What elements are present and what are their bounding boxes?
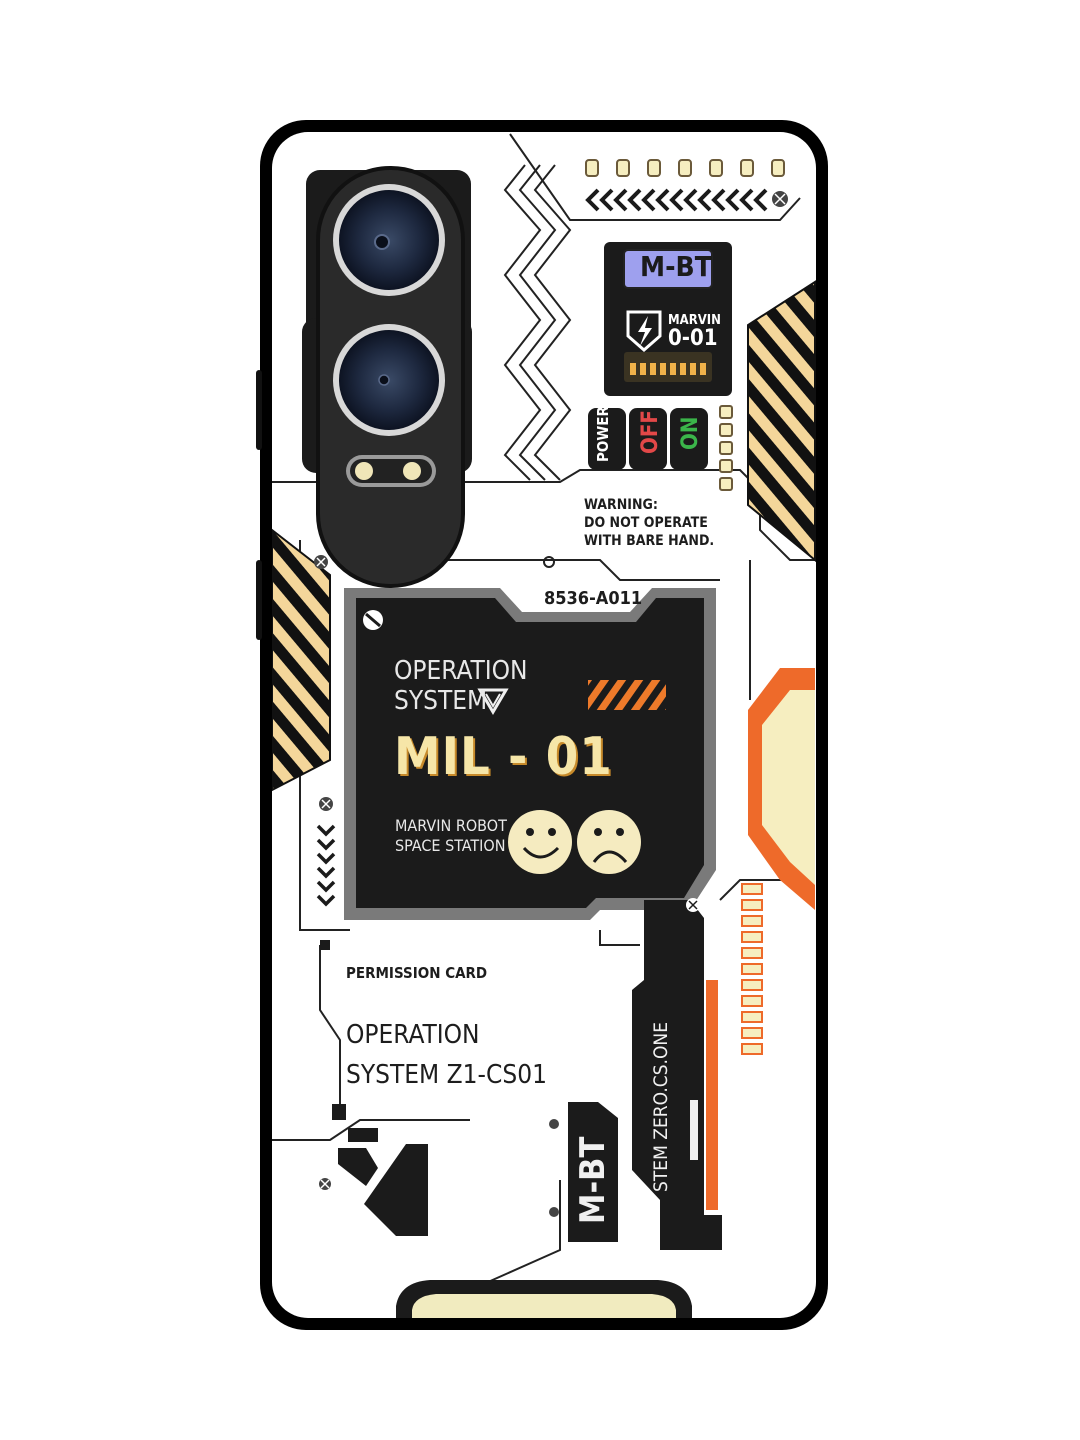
camera-lens-icon (333, 324, 445, 436)
chevron-down-icon (316, 824, 336, 907)
power-switch-panel (588, 405, 733, 491)
operation-system-line-1: OPERATION (394, 656, 528, 686)
stem-bar (632, 900, 722, 1250)
operation-system-line-2: SYSTEM (394, 686, 488, 716)
on-label: ON (678, 416, 703, 450)
permission-card-label: PERMISSION CARD (346, 964, 488, 982)
warning-line-1: WARNING: (584, 497, 658, 513)
triangle-v-icon (477, 688, 509, 715)
right-indicator-dots (741, 883, 763, 1055)
marvin-robot-line-1: MARVIN ROBOT (395, 816, 507, 835)
smiley-sad-icon (577, 810, 641, 874)
screw-icon (314, 555, 328, 569)
flash-icon (346, 455, 436, 487)
stem-zero-label: STEM ZERO.CS.ONE (650, 1021, 672, 1192)
warning-line-3: WITH BARE HAND. (584, 533, 715, 549)
smiley-happy-icon (508, 810, 572, 874)
marvin-robot-line-2: SPACE STATION (395, 836, 506, 855)
stripe-block-left (272, 528, 331, 792)
side-button-lower (256, 560, 262, 640)
stripe-block-right-top (747, 280, 816, 563)
side-button-upper (256, 370, 262, 450)
mbt-bottom-block (568, 1102, 618, 1242)
bolt-shield-icon (626, 310, 662, 352)
circuit-lines (272, 133, 815, 1291)
screw-icon (549, 1119, 559, 1217)
case-artwork: M-BT MARVIN 0-01 POWER OFF ON WARNING: D… (272, 132, 816, 1318)
warning-line-2: DO NOT OPERATE (584, 515, 708, 531)
operation-line-2: SYSTEM Z1-CS01 (346, 1060, 547, 1090)
chevron-left-icon (585, 188, 768, 212)
mbt-card (604, 242, 732, 396)
power-label: POWER (594, 406, 612, 462)
screw-icon (686, 898, 700, 912)
circuit-artwork (272, 133, 816, 1318)
bottom-left-shapes (338, 1128, 428, 1236)
marvin-label: MARVIN (668, 313, 721, 328)
screw-icon (319, 797, 333, 811)
marvin-code-label: 0-01 (668, 326, 718, 351)
top-led-dots (585, 159, 785, 177)
screw-icon (319, 1178, 331, 1190)
screw-icon (772, 191, 788, 207)
screw-icon (363, 610, 383, 630)
operation-line-1: OPERATION (346, 1020, 480, 1050)
off-label: OFF (638, 410, 663, 454)
model-label: MIL - 01 (394, 727, 613, 787)
camera-lens-icon (333, 184, 445, 296)
serial-label: 8536-A011 (544, 588, 643, 609)
mbt-bottom-label: M-BT (573, 1136, 613, 1224)
mbt-top-label: M-BT (640, 250, 712, 283)
